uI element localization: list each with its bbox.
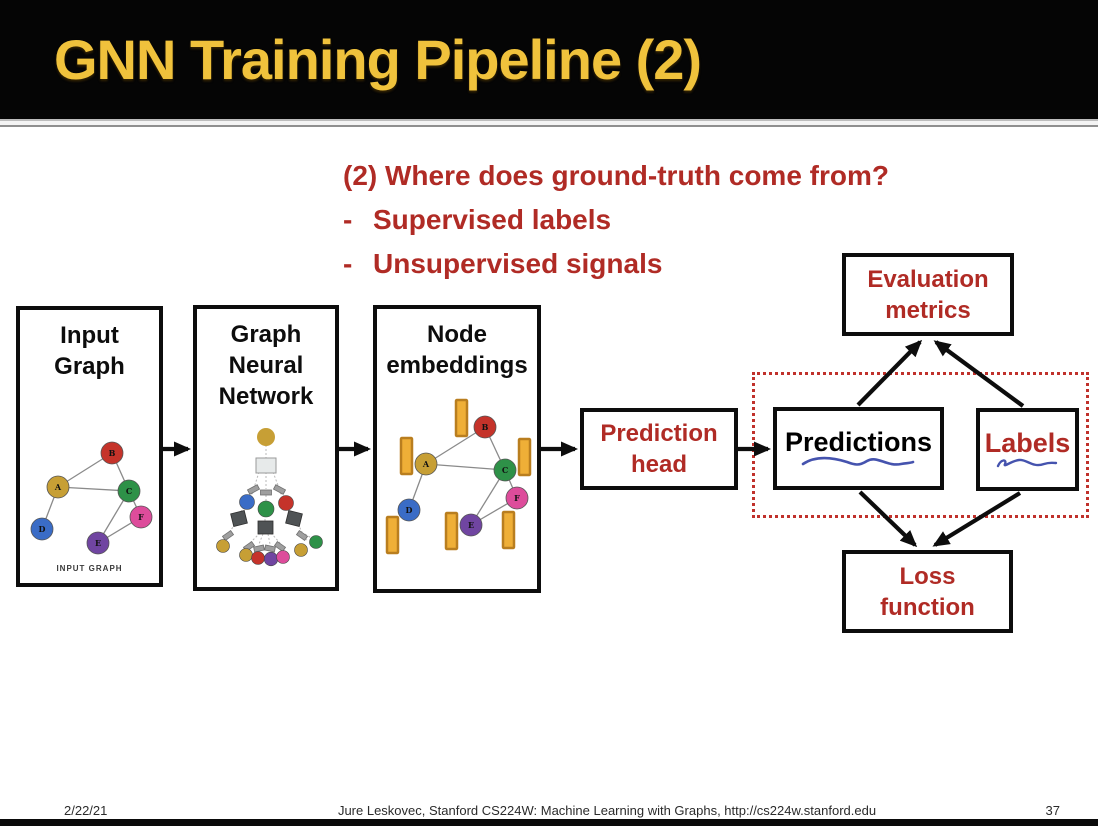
- input-graph-box: Input Graph A B C D E F INPUT GRAPH: [16, 306, 163, 587]
- tree-dark-aggregators: [230, 510, 303, 535]
- graph-node-c: [117, 479, 141, 503]
- question-heading: (2) Where does ground-truth come from?: [343, 160, 889, 191]
- bullet-supervised: - Supervised labels: [343, 198, 889, 242]
- bullet-unsupervised: - Unsupervised signals: [343, 242, 889, 286]
- graph-node-e: [86, 531, 110, 555]
- footer-page-number: 37: [1045, 803, 1060, 818]
- svg-text:B: B: [109, 448, 116, 458]
- input-graph-title: Input Graph: [54, 322, 125, 380]
- svg-text:A: A: [54, 482, 62, 492]
- bullet-label: Supervised labels: [373, 204, 612, 235]
- gnn-box: Graph Neural Network: [193, 305, 339, 591]
- graph-node-a: [46, 475, 70, 499]
- question-block: (2) Where does ground-truth come from? -…: [343, 154, 889, 286]
- graph-node-f: [505, 486, 529, 510]
- prediction-head-label: Prediction head: [600, 420, 718, 478]
- graph-node-a: [414, 452, 438, 476]
- graph-node-d: [30, 517, 54, 541]
- predictions-box: Predictions: [773, 407, 944, 490]
- bullet-dash: -: [343, 204, 353, 235]
- slide-title: GNN Training Pipeline (2): [54, 28, 702, 91]
- bullet-dash: -: [343, 248, 353, 279]
- predictions-squiggle: [802, 456, 915, 466]
- footer-credit: Jure Leskovec, Stanford CS224W: Machine …: [337, 803, 877, 818]
- input-graph-diagram: A B C D E F: [30, 441, 153, 555]
- node-embeddings-diagram: B A C F D E: [385, 398, 532, 555]
- graph-node-d: [397, 498, 421, 522]
- input-graph-caption: INPUT GRAPH: [56, 564, 123, 573]
- graph-node-e: [459, 513, 483, 537]
- svg-text:A: A: [422, 459, 430, 469]
- svg-text:C: C: [126, 486, 132, 496]
- bullet-label: Unsupervised signals: [373, 248, 663, 279]
- predictions-label: Predictions: [785, 411, 932, 486]
- labels-box: Labels: [976, 408, 1079, 491]
- tree-aggregator: [255, 457, 277, 474]
- svg-text:D: D: [39, 524, 46, 534]
- evaluation-metrics-label: Evaluation metrics: [867, 265, 989, 324]
- graph-node-b: [473, 415, 497, 439]
- loss-function-box: Loss function: [842, 550, 1013, 633]
- tree-root-node: [257, 428, 275, 446]
- svg-text:C: C: [502, 465, 508, 475]
- labels-label: Labels: [985, 412, 1070, 487]
- svg-text:F: F: [138, 512, 144, 522]
- gnn-computation-tree: [216, 428, 323, 567]
- prediction-head-box: Prediction head: [580, 408, 738, 490]
- header-separator: [0, 119, 1098, 128]
- graph-node-b: [100, 441, 124, 465]
- graph-node-f: [129, 505, 153, 529]
- node-embeddings-box: Node embeddings B: [373, 305, 541, 593]
- embedding-bars: [385, 398, 532, 555]
- svg-text:E: E: [468, 520, 474, 530]
- footer-bottom-bar: [0, 819, 1098, 826]
- node-embeddings-title: Node embeddings: [386, 321, 528, 379]
- footer-date: 2/22/21: [64, 803, 108, 818]
- svg-text:E: E: [95, 538, 101, 548]
- gnn-title: Graph Neural Network: [218, 321, 314, 410]
- svg-text:F: F: [514, 493, 520, 503]
- loss-function-label: Loss function: [880, 562, 975, 621]
- graph-node-c: [493, 458, 517, 482]
- svg-text:B: B: [482, 422, 489, 432]
- svg-text:D: D: [406, 505, 413, 515]
- labels-squiggle: [997, 458, 1058, 468]
- evaluation-metrics-box: Evaluation metrics: [842, 253, 1014, 336]
- slide-header: GNN Training Pipeline (2): [0, 0, 1098, 119]
